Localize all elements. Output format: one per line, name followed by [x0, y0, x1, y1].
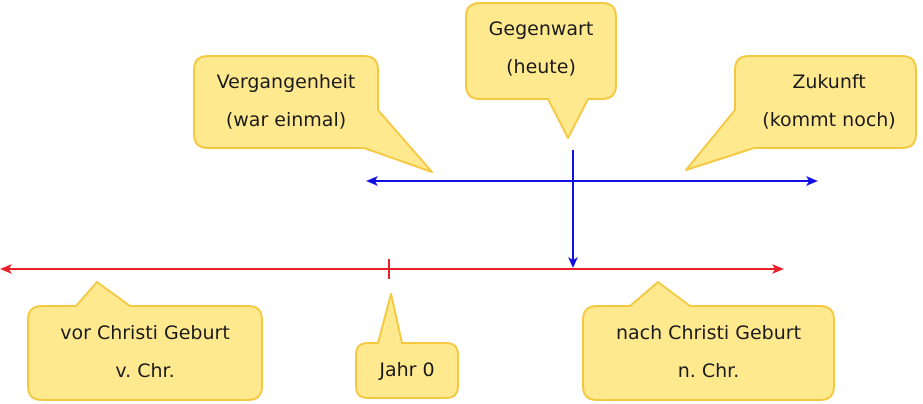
bubble-present [465, 2, 617, 139]
upper-axis-right-arrow [806, 176, 818, 186]
callout-future-line2: (kommt noch) [762, 109, 896, 131]
callout-bc-line2: v. Chr. [115, 360, 175, 382]
lower-axis-right-arrow [772, 264, 784, 274]
callout-ad: nach Christi Geburt n. Chr. [583, 314, 834, 390]
bubble-ad [582, 281, 835, 401]
callout-present-line1: Gegenwart [488, 18, 594, 40]
callout-ad-line2: n. Chr. [677, 360, 740, 382]
bubble-future [685, 55, 917, 171]
callout-past-line2: (war einmal) [225, 109, 347, 131]
callout-year-zero-line1: Jahr 0 [379, 359, 435, 381]
callout-past: Vergangenheit (war einmal) [194, 63, 378, 139]
bubble-bc [27, 281, 263, 401]
callout-ad-line1: nach Christi Geburt [615, 322, 802, 344]
bubble-year-zero [355, 293, 459, 399]
callout-future: Zukunft (kommt noch) [742, 63, 916, 139]
bubble-past [193, 55, 433, 173]
callout-bc: vor Christi Geburt v. Chr. [28, 314, 262, 390]
callout-present-line2: (heute) [506, 56, 576, 78]
callout-past-line1: Vergangenheit [216, 71, 356, 93]
callout-year-zero: Jahr 0 [356, 351, 458, 389]
present-marker-arrow [568, 257, 578, 268]
lower-axis-left-arrow [0, 264, 12, 274]
callout-future-line1: Zukunft [792, 71, 866, 93]
upper-axis-left-arrow [366, 176, 378, 186]
callout-bc-line1: vor Christi Geburt [60, 322, 230, 344]
callout-present: Gegenwart (heute) [466, 10, 616, 86]
